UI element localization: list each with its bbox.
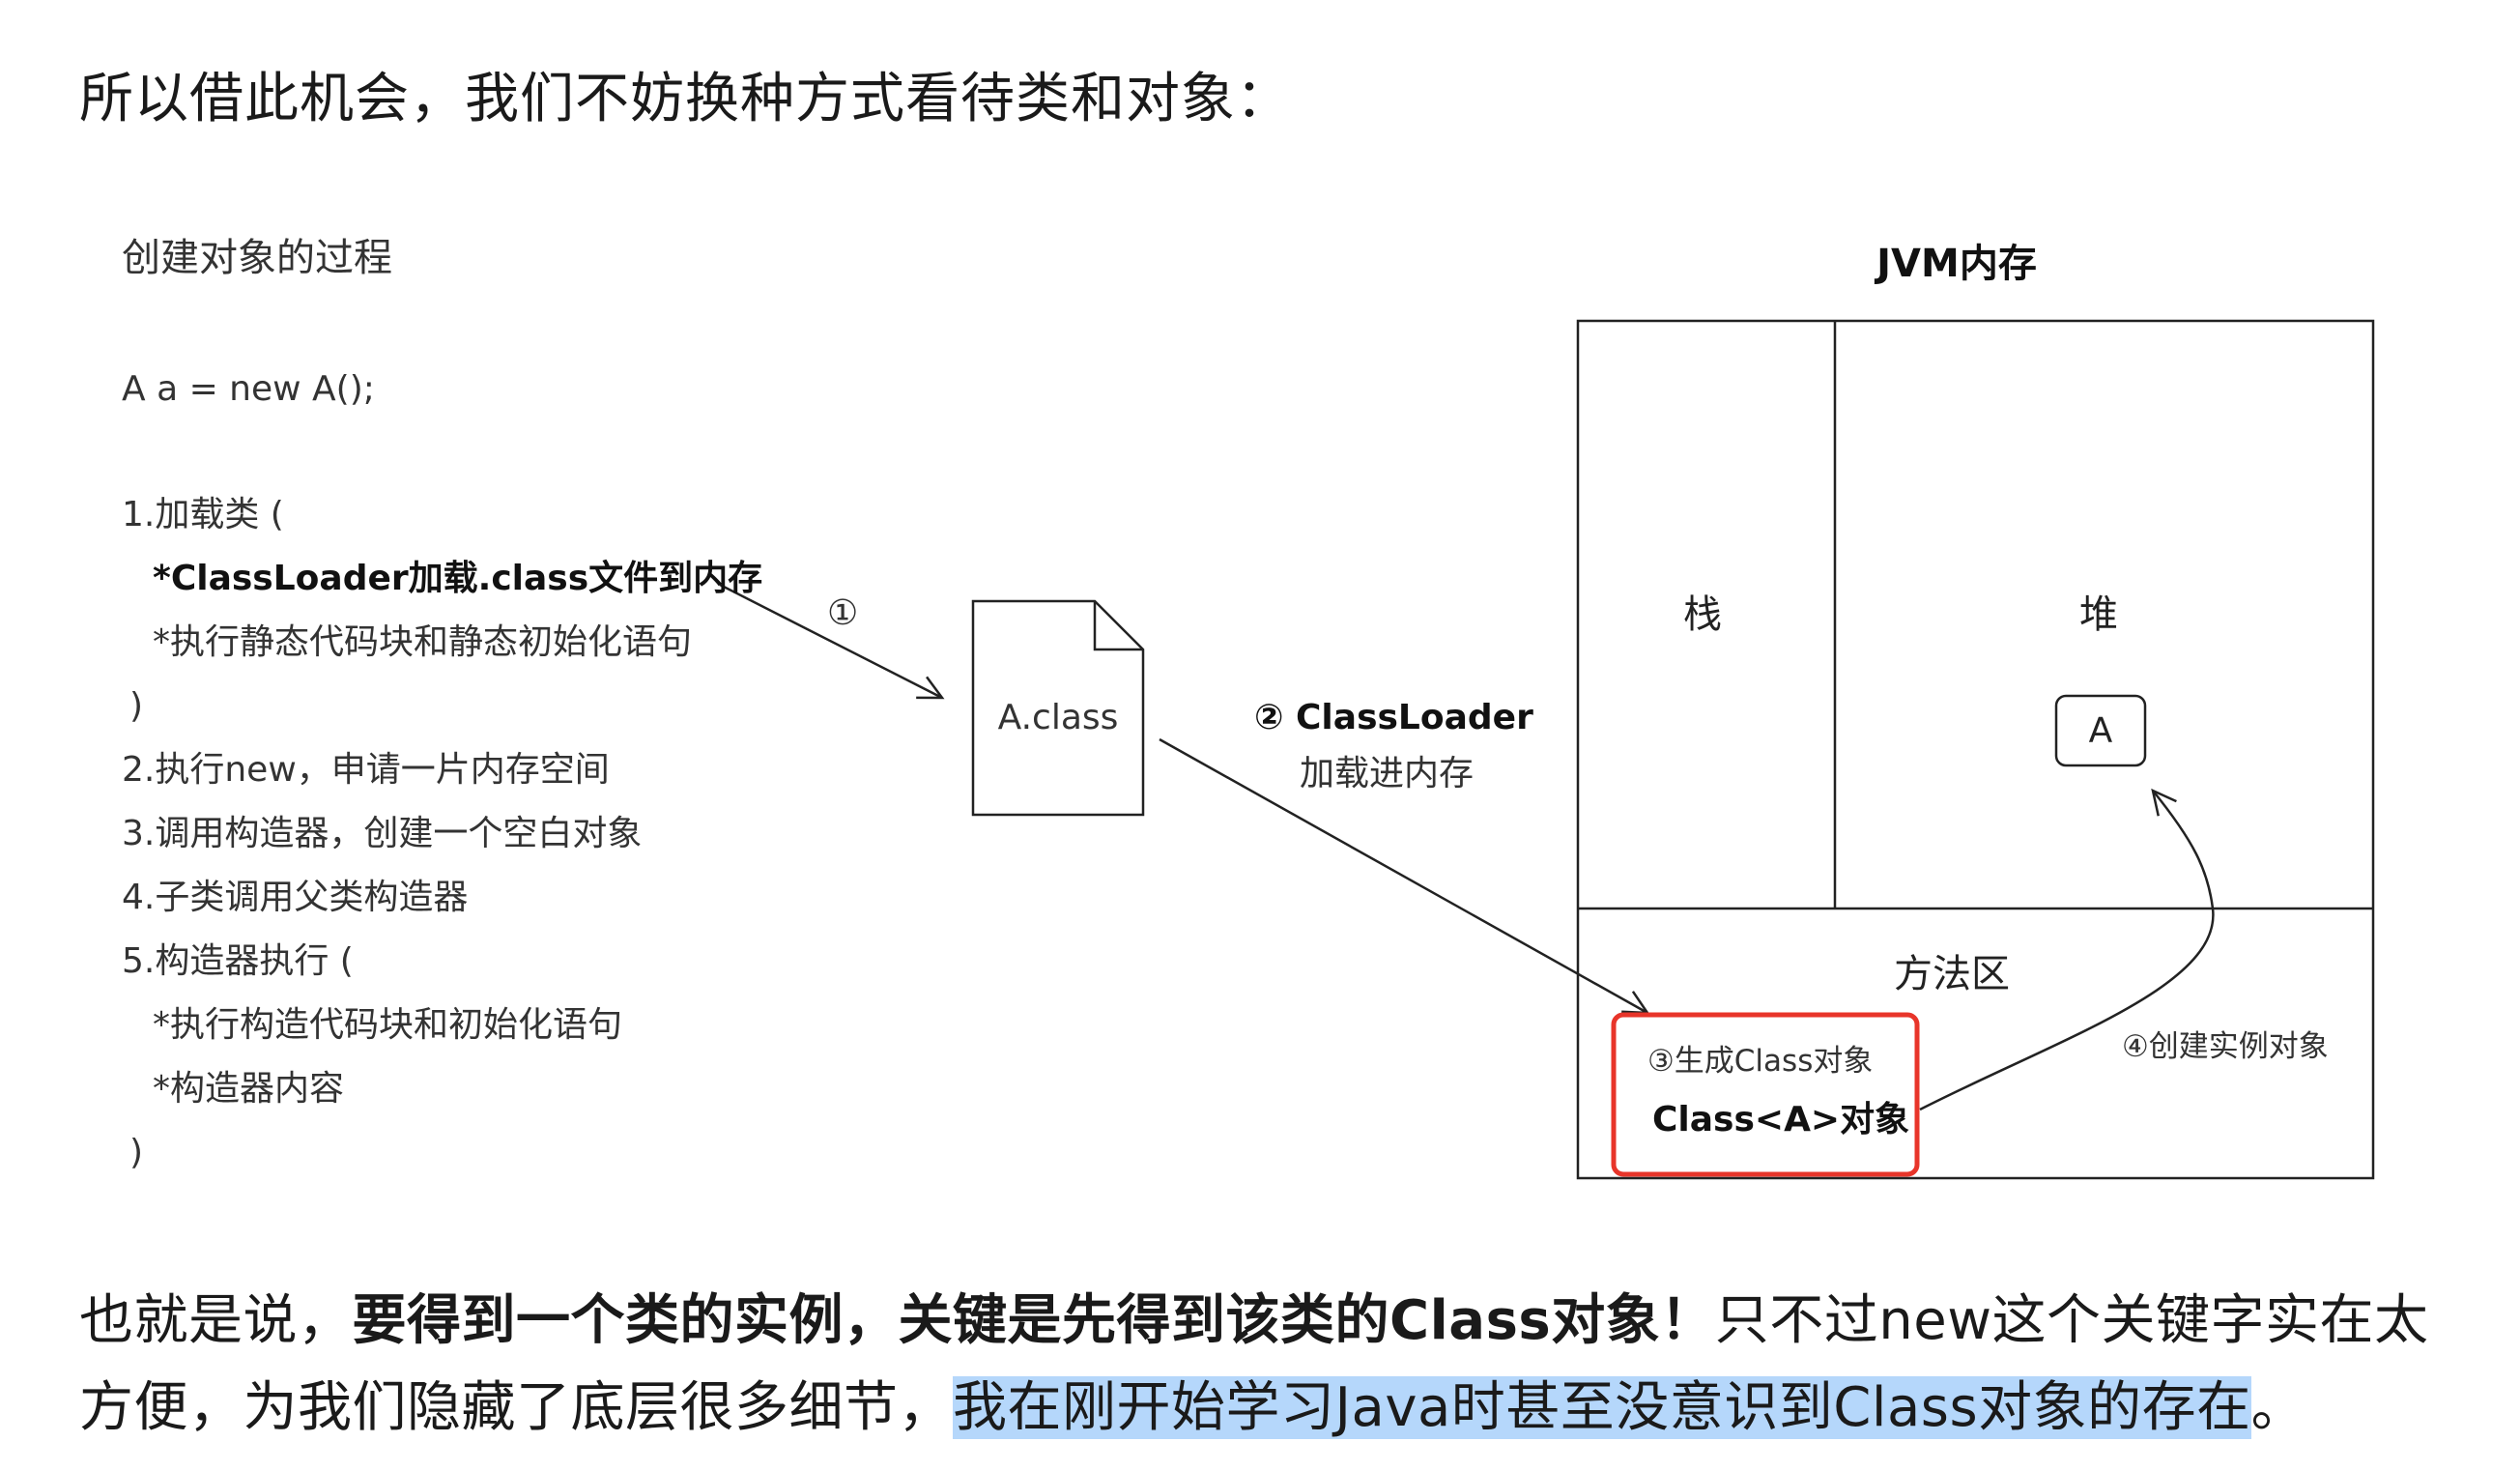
paragraph-line-2: 方便，为我们隐藏了底层很多细节，我在刚开始学习Java时甚至没意识到Class对… xyxy=(79,1365,2437,1452)
process-title: 创建对象的过程 xyxy=(122,236,392,280)
arrow-2-sublabel: 加载进内存 xyxy=(1300,754,1475,793)
heap-label: 堆 xyxy=(2079,592,2118,637)
heap-object-label: A xyxy=(2088,710,2113,751)
paragraph-line-1-tail: 只不过new这个关键字实在太 xyxy=(1714,1289,2429,1352)
class-object-box xyxy=(1611,1012,1920,1177)
arrow-2-label: ② ClassLoader xyxy=(1254,698,1533,737)
step-1a: *ClassLoader加载.class文件到内存 xyxy=(153,559,763,598)
step-4: 4.子类调用父类构造器 xyxy=(122,878,469,917)
class-file-shape xyxy=(971,599,1145,817)
class-file-fold xyxy=(1093,601,1143,651)
summary-paragraph: 也就是说，要得到一个类的实例，关键是先得到该类的Class对象！只不过new这个… xyxy=(79,1278,2437,1452)
intro-text: 所以借此机会，我们不妨换种方式看待类和对象： xyxy=(79,68,1291,130)
step-5: 5.构造器执行 ( xyxy=(122,941,354,981)
stack-label: 栈 xyxy=(1683,592,1722,637)
class-object-label: Class<A>对象 xyxy=(1652,1100,1910,1139)
step-5b: *构造器内容 xyxy=(153,1069,345,1109)
paragraph-line-1: 也就是说，要得到一个类的实例，关键是先得到该类的Class对象！只不过new这个… xyxy=(79,1278,2437,1365)
arrow-4 xyxy=(1919,788,2215,1111)
class-file-label: A.class xyxy=(997,698,1119,737)
jvm-title: JVM内存 xyxy=(1876,242,2037,286)
paragraph-highlight: 我在刚开始学习Java时甚至没意识到Class对象的存在 xyxy=(953,1376,2251,1439)
arrow-2 xyxy=(1159,737,1650,1015)
step-1: 1.加载类 ( xyxy=(122,495,284,534)
step-2: 2.执行new，申请一片内存空间 xyxy=(122,750,610,790)
paragraph-emphasis: 要得到一个类的实例，关键是先得到该类的Class对象！ xyxy=(352,1289,1715,1352)
class-object-note: ③生成Class对象 xyxy=(1647,1044,1874,1079)
code-line: A a = new A(); xyxy=(122,369,375,409)
arrow-1 xyxy=(719,583,945,700)
step-3: 3.调用构造器，创建一个空白对象 xyxy=(122,814,643,853)
paragraph-lead: 也就是说， xyxy=(79,1289,353,1352)
heap-object-box xyxy=(2054,694,2147,767)
step-1b: *执行静态代码块和静态初始化语句 xyxy=(153,622,693,662)
paragraph-line-2-tail: 。 xyxy=(2250,1376,2306,1439)
paragraph-line-2-head: 方便，为我们隐藏了底层很多细节， xyxy=(79,1376,953,1439)
step-5-close: ) xyxy=(129,1133,144,1172)
jvm-memory-box xyxy=(1576,319,2375,1180)
method-area-label: 方法区 xyxy=(1894,952,2010,996)
arrow-1-label: ① xyxy=(827,593,859,633)
step-5a: *执行构造代码块和初始化语句 xyxy=(153,1005,623,1045)
step-1-close: ) xyxy=(129,686,144,726)
arrow-4-label: ④创建实例对象 xyxy=(2122,1029,2329,1064)
